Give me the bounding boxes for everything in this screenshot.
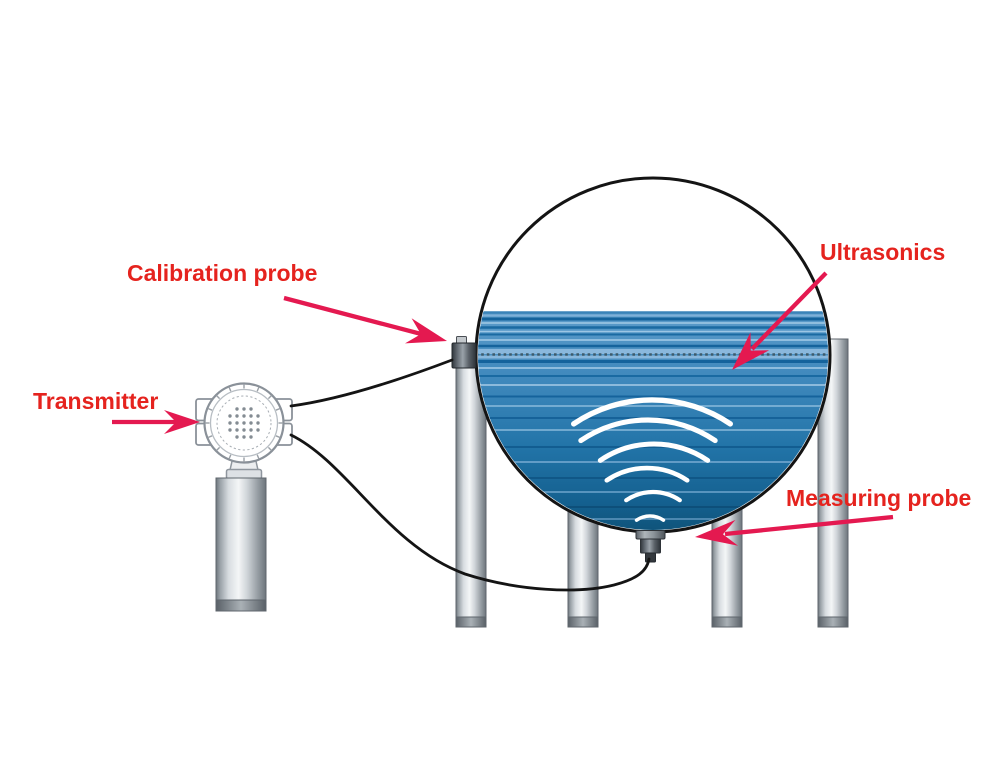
calibration-probe-label: Calibration probe	[127, 260, 318, 286]
measuring-probe-stem	[645, 552, 656, 563]
measuring-probe-label: Measuring probe	[786, 485, 972, 511]
calibration-probe-cap	[456, 336, 467, 344]
transmitter-head-bolts	[205, 384, 283, 462]
ultrasonic-wave-arc	[597, 441, 711, 463]
annotation-arrows	[112, 271, 894, 546]
cables	[289, 358, 651, 592]
ultrasonic-waves	[571, 397, 733, 522]
liquid-stripes	[478, 311, 828, 520]
calibration-arrow-icon	[283, 295, 447, 344]
measuring-probe	[635, 530, 666, 563]
ultrasonics-label: Ultrasonics	[820, 239, 946, 265]
ultrasonic-wave-arc	[634, 514, 666, 522]
transmitter-label: Transmitter	[33, 388, 159, 414]
measuring-probe-arrow-icon	[695, 514, 894, 546]
transmitter-arrow-icon	[112, 410, 200, 434]
ultrasonic-wave-arc	[578, 417, 718, 444]
measuring-probe-cable	[289, 433, 651, 592]
ultrasonic-wave-arc	[624, 489, 682, 503]
transmitter-mount-pipe-cap	[215, 599, 267, 612]
calibration-probe-cable	[289, 358, 454, 408]
transmitter-device	[195, 382, 293, 612]
ultrasonics-arrow-icon	[732, 271, 828, 370]
ultrasonic-wave-arc	[604, 465, 690, 483]
tank-liquid	[478, 311, 828, 530]
transmitter-terminal-dots	[228, 407, 260, 439]
ultrasonic-wave-arc	[571, 397, 733, 427]
transmitter-head	[203, 382, 285, 464]
storage-tank	[474, 176, 832, 534]
measuring-probe-flange	[635, 530, 666, 540]
calibration-probe-body	[451, 342, 477, 369]
measuring-probe-body	[640, 538, 661, 554]
calibration-probe	[451, 336, 477, 369]
transmitter-mount-pipe	[215, 477, 267, 603]
